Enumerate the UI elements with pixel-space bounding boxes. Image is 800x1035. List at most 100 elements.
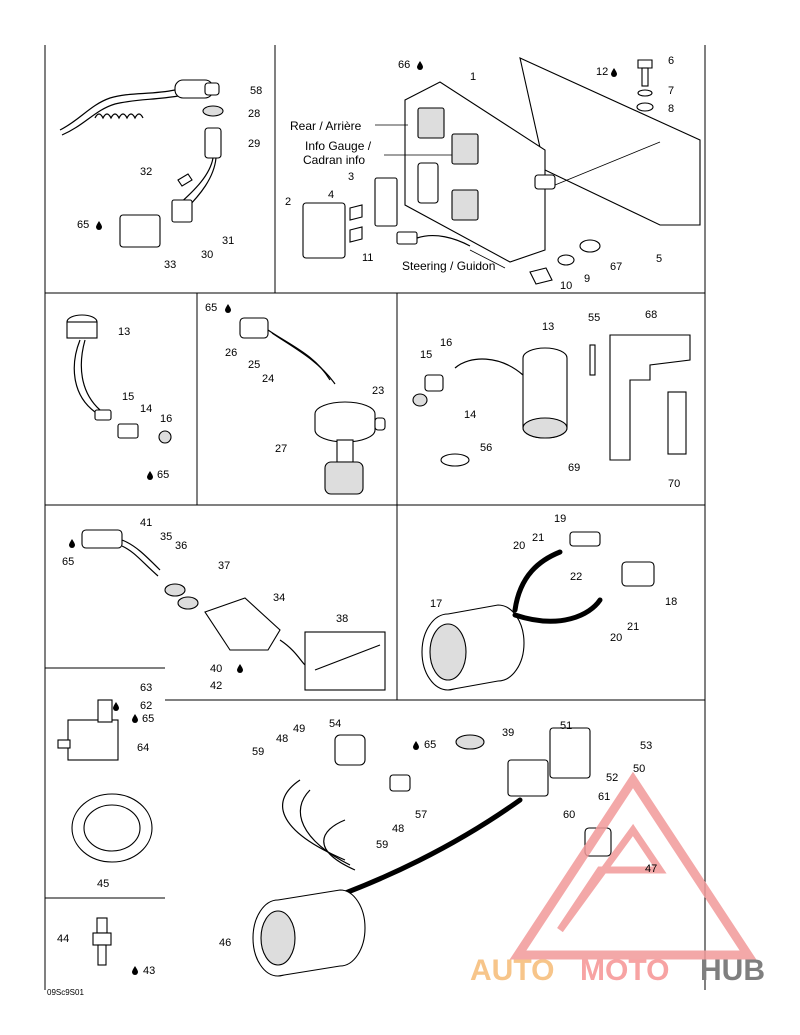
callout-65-c: 65 (205, 302, 217, 314)
callout-58: 58 (250, 85, 262, 97)
callout-62: 62 (140, 700, 152, 712)
drop-icon (147, 471, 153, 480)
callout-1: 1 (470, 71, 476, 83)
callout-16-left: 16 (160, 413, 172, 425)
callout-45: 45 (97, 878, 109, 890)
label-leaders (375, 124, 506, 269)
gauge-17 (421, 531, 655, 691)
callout-19: 19 (554, 513, 566, 525)
drawing-code: 09Sc9S01 (47, 988, 84, 997)
callout-33: 33 (164, 259, 176, 271)
drop-icon (69, 539, 75, 548)
switch-assembly (81, 529, 386, 691)
callout-27: 27 (275, 443, 287, 455)
callout-43: 43 (143, 965, 155, 977)
sensor-assembly-left (66, 314, 172, 444)
callout-47: 47 (645, 863, 657, 875)
harness-assembly-top-left (59, 79, 224, 248)
callout-13-right: 13 (542, 321, 554, 333)
callout-7: 7 (668, 85, 674, 97)
callout-48-top: 48 (276, 733, 288, 745)
watermark-logo (509, 771, 757, 960)
callout-57: 57 (415, 809, 427, 821)
callout-48-bottom: 48 (392, 823, 404, 835)
callout-25: 25 (248, 359, 260, 371)
callout-32: 32 (140, 166, 152, 178)
drop-icon (225, 304, 231, 313)
drop-icon (96, 221, 102, 230)
callout-59-top: 59 (252, 746, 264, 758)
callouts: 1 2 3 4 5 6 7 8 9 10 11 12 13 13 14 14 1… (57, 55, 680, 977)
callout-44: 44 (57, 933, 69, 945)
callout-67: 67 (610, 261, 622, 273)
callout-40: 40 (210, 663, 222, 675)
callout-70: 70 (668, 478, 680, 490)
watermark-auto: AUTO (470, 954, 554, 987)
callout-30: 30 (201, 249, 213, 261)
callout-14-right: 14 (464, 409, 476, 421)
callout-5: 5 (656, 253, 662, 265)
callout-55: 55 (588, 312, 600, 324)
callout-35: 35 (160, 531, 172, 543)
drop-icon (417, 61, 423, 70)
main-harness-bottom (252, 727, 612, 977)
callout-51: 51 (560, 720, 572, 732)
callout-21-bottom: 21 (627, 621, 639, 633)
callout-28: 28 (248, 108, 260, 120)
callout-18: 18 (665, 596, 677, 608)
label-rear: Rear / Arrière (290, 119, 362, 133)
callout-61: 61 (598, 791, 610, 803)
watermark-hub: HUB (700, 954, 765, 987)
text-labels: Rear / Arrière Info Gauge / Cadran info … (47, 119, 765, 997)
callout-14-left: 14 (140, 403, 152, 415)
drop-icon (611, 68, 617, 77)
watermark-triangle (509, 771, 757, 960)
callout-34: 34 (273, 592, 285, 604)
callout-4: 4 (328, 189, 334, 201)
drop-icon (237, 664, 243, 673)
callout-9: 9 (584, 273, 590, 285)
callout-46: 46 (219, 937, 231, 949)
callout-60: 60 (563, 809, 575, 821)
callout-42: 42 (210, 680, 222, 692)
label-info-gauge: Info Gauge / (305, 139, 372, 153)
callout-39: 39 (502, 727, 514, 739)
callout-3: 3 (348, 171, 354, 183)
callout-65-a: 65 (77, 219, 89, 231)
callout-20-bottom: 20 (610, 632, 622, 644)
callout-69: 69 (568, 462, 580, 474)
callout-52: 52 (606, 772, 618, 784)
callout-17: 17 (430, 598, 442, 610)
callout-15-right: 15 (420, 349, 432, 361)
panel-frames (44, 45, 706, 990)
watermark-moto: MOTO (580, 954, 669, 987)
callout-63: 63 (140, 682, 152, 694)
callout-16-right: 16 (440, 337, 452, 349)
label-cadran-info: Cadran info (303, 153, 365, 167)
callout-68: 68 (645, 309, 657, 321)
callout-41: 41 (140, 517, 152, 529)
callout-65-f: 65 (424, 739, 436, 751)
callout-10: 10 (560, 280, 572, 292)
callout-64: 64 (137, 742, 149, 754)
callout-2: 2 (285, 196, 291, 208)
callout-20-top: 20 (513, 540, 525, 552)
callout-11: 11 (362, 252, 373, 264)
callout-22: 22 (570, 571, 582, 583)
drop-icon (132, 966, 138, 975)
label-steering: Steering / Guidon (402, 259, 495, 273)
callout-13-left: 13 (118, 326, 130, 338)
sensor-assembly-center (239, 317, 386, 495)
callout-65-d: 65 (62, 556, 74, 568)
drop-icon (132, 714, 138, 723)
sensor-assembly-right (412, 334, 691, 467)
callout-53: 53 (640, 740, 652, 752)
callout-26: 26 (225, 347, 237, 359)
callout-36: 36 (175, 540, 187, 552)
module-assembly-top-right (302, 57, 701, 285)
callout-29: 29 (248, 138, 260, 150)
callout-54: 54 (329, 718, 341, 730)
drop-icon (113, 702, 119, 711)
callout-38: 38 (336, 613, 348, 625)
